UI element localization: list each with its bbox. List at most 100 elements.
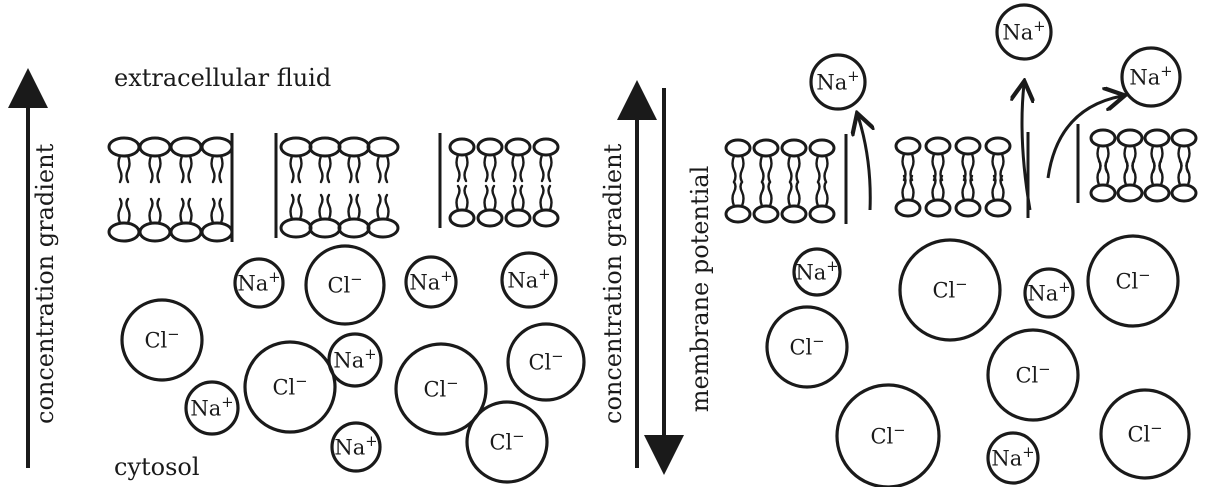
right-na-ion-3-label: Na+ bbox=[991, 444, 1034, 470]
left-cl-ion-3-symbol: Cl bbox=[528, 351, 551, 375]
right-exiting-na-ion-3-label: Na+ bbox=[1129, 63, 1172, 89]
right-membrane-segment-1-lipid-1-tail bbox=[731, 154, 737, 184]
right-cl-ion-5-charge: − bbox=[893, 422, 905, 439]
right-cl-ion-2-label: Cl− bbox=[1115, 267, 1150, 293]
left-cl-ion-4: Cl− bbox=[243, 340, 337, 434]
left-membrane-segment-2-lipid-1-tail bbox=[297, 154, 303, 184]
left-membrane-segment-3-lipid-1-tail bbox=[463, 184, 469, 212]
left-membrane-segment-1-lipid-1-tail bbox=[125, 154, 131, 184]
left-membrane-segment-1-lipid-1-head-bottom bbox=[107, 221, 141, 243]
left-membrane-segment-1-lipid-1-tail bbox=[117, 154, 123, 184]
right-cl-ion-4: Cl− bbox=[986, 328, 1080, 422]
right-membrane-segment-2-lipid-2-head-top bbox=[924, 136, 952, 156]
left-cl-ion-1: Cl− bbox=[304, 244, 386, 326]
left-membrane-segment-2-lipid-1-tail bbox=[297, 193, 303, 221]
left-na-ion-1-symbol: Na bbox=[237, 272, 268, 296]
right-membrane-segment-3-lipid-4-tail bbox=[1177, 159, 1183, 187]
left-membrane-segment-3-lipid-4-tail bbox=[547, 184, 553, 212]
left-membrane-segment-1-lipid-3-tail bbox=[187, 197, 193, 225]
right-cl-ion-2-circle bbox=[1086, 234, 1180, 328]
left-cl-ion-2-label: Cl− bbox=[144, 326, 179, 352]
right-membrane-segment-1-lipid-2-tail bbox=[767, 154, 773, 184]
left-cl-ion-2-charge: − bbox=[167, 326, 179, 343]
right-exiting-na-ion-3-charge: + bbox=[1160, 63, 1172, 80]
left-na-ion-2: Na+ bbox=[404, 255, 458, 309]
left-cl-ion-2: Cl− bbox=[120, 298, 204, 382]
right-cl-ion-6-symbol: Cl bbox=[1127, 423, 1150, 447]
right-cl-ion-5-label: Cl− bbox=[870, 422, 905, 448]
left-membrane-segment-1-lipid-3-head-top bbox=[169, 136, 203, 158]
left-membrane-segment-2-lipid-1-tail bbox=[289, 154, 295, 184]
right-membrane-segment-1-lipid-3-tail bbox=[795, 180, 801, 208]
right-cl-ion-3-charge: − bbox=[812, 333, 824, 350]
right-membrane-segment-3-lipid-3-head-top bbox=[1143, 128, 1171, 148]
left-membrane-segment-1-lipid-4-tail bbox=[210, 154, 216, 184]
left-membrane-segment-1-lipid-2-head-bottom bbox=[138, 221, 172, 243]
left-membrane-segment-2-lipid-1-head-top bbox=[279, 136, 313, 158]
right-na-ion-2-label: Na+ bbox=[1027, 279, 1070, 305]
right-membrane-segment-1-lipid-2-tail bbox=[759, 154, 765, 184]
left-na-ion-3-circle bbox=[500, 251, 558, 309]
right-na-ion-3-circle bbox=[986, 431, 1040, 485]
left-membrane-segment-2-lipid-1-head-bottom bbox=[279, 217, 313, 239]
left-membrane-segment-3-lipid-4-tail bbox=[539, 153, 545, 183]
exit-arrow-3 bbox=[1046, 96, 1122, 179]
right-na-ion-3-charge: + bbox=[1022, 444, 1034, 461]
right-membrane-segment-1-lipid-4-head-bottom bbox=[808, 204, 836, 224]
right-cl-ion-3-symbol: Cl bbox=[789, 336, 812, 360]
right-na-ion-1: Na+ bbox=[792, 247, 842, 297]
left-membrane-segment-3-lipid-3-head-top bbox=[504, 137, 532, 157]
right-membrane-segment-1 bbox=[724, 134, 848, 224]
left-membrane-segment-2-lipid-2-head-bottom bbox=[308, 217, 342, 239]
left-membrane-segment-3-lipid-1-tail bbox=[463, 153, 469, 183]
left-cl-ion-6-charge: − bbox=[512, 428, 524, 445]
right-cl-ion-4-circle bbox=[986, 328, 1080, 422]
right-membrane-segment-3-lipid-2-head-top bbox=[1116, 128, 1144, 148]
left-membrane-segment-2 bbox=[274, 133, 400, 239]
membrane-potential-label: membrane potential bbox=[686, 165, 714, 413]
right-exiting-na-ion-1-label: Na+ bbox=[816, 68, 859, 94]
left-membrane-segment-3 bbox=[438, 133, 560, 228]
left-membrane-segment-1-lipid-3-head-bottom bbox=[169, 221, 203, 243]
right-membrane-segment-1-lipid-4-tail bbox=[815, 154, 821, 184]
right-membrane-segment-2-lipid-2-tail bbox=[931, 174, 937, 202]
left-cl-ion-6-label: Cl− bbox=[489, 428, 524, 454]
extracellular-fluid-label: extracellular fluid bbox=[114, 64, 332, 92]
right-membrane-segment-1-lipid-3-head-bottom bbox=[780, 204, 808, 224]
left-cl-ion-1-charge: − bbox=[350, 271, 362, 288]
left-membrane-segment-2-lipid-4-tail bbox=[376, 193, 382, 221]
right-cl-ion-2-symbol: Cl bbox=[1115, 270, 1138, 294]
left-membrane-segment-3-lipid-4-head-bottom bbox=[532, 208, 560, 228]
left-na-ion-4-charge: + bbox=[364, 346, 376, 363]
right-cl-ion-1-charge: − bbox=[955, 276, 967, 293]
right-membrane-segment-1-lipid-4-head-top bbox=[808, 138, 836, 158]
left-cl-ion-4-label: Cl− bbox=[272, 373, 307, 399]
left-membrane-segment-2-lipid-3-tail bbox=[347, 193, 353, 221]
right-membrane-segment-1-lipid-2-tail bbox=[759, 180, 765, 208]
right-cl-ion-3-label: Cl− bbox=[789, 333, 824, 359]
right-exiting-na-ion-2-charge: + bbox=[1033, 18, 1045, 35]
right-cl-ion-1: Cl− bbox=[898, 238, 1002, 342]
right-cl-ion-6-circle bbox=[1099, 388, 1191, 480]
left-membrane-segment-3-lipid-4-tail bbox=[547, 153, 553, 183]
left-membrane-segment-1-lipid-3-tail bbox=[179, 197, 185, 225]
right-na-ion-1-label: Na+ bbox=[795, 258, 838, 284]
left-na-ion-1: Na+ bbox=[233, 257, 285, 309]
left-na-ion-5-symbol: Na bbox=[190, 397, 221, 421]
right-membrane-segment-2 bbox=[894, 132, 1030, 218]
right-membrane-segment-1-lipid-3-tail bbox=[787, 154, 793, 184]
left-cl-ion-4-circle bbox=[243, 340, 337, 434]
left-membrane-segment-1-lipid-3-tail bbox=[179, 154, 185, 184]
left-membrane-segment-2-lipid-4-tail bbox=[376, 154, 382, 184]
right-na-ion-3-symbol: Na bbox=[991, 447, 1022, 471]
right-cl-ion-2: Cl− bbox=[1086, 234, 1180, 328]
right-cl-ion-3: Cl− bbox=[765, 305, 849, 389]
left-membrane-segment-2-lipid-4-head-top bbox=[366, 136, 400, 158]
left-na-ion-4-symbol: Na bbox=[333, 349, 364, 373]
left-na-ion-6: Na+ bbox=[330, 421, 382, 473]
right-cl-ion-1-symbol: Cl bbox=[932, 279, 955, 303]
left-na-ion-3: Na+ bbox=[500, 251, 558, 309]
right-membrane-segment-3-lipid-3-head-bottom bbox=[1143, 183, 1171, 203]
right-cl-ion-4-label: Cl− bbox=[1015, 361, 1050, 387]
